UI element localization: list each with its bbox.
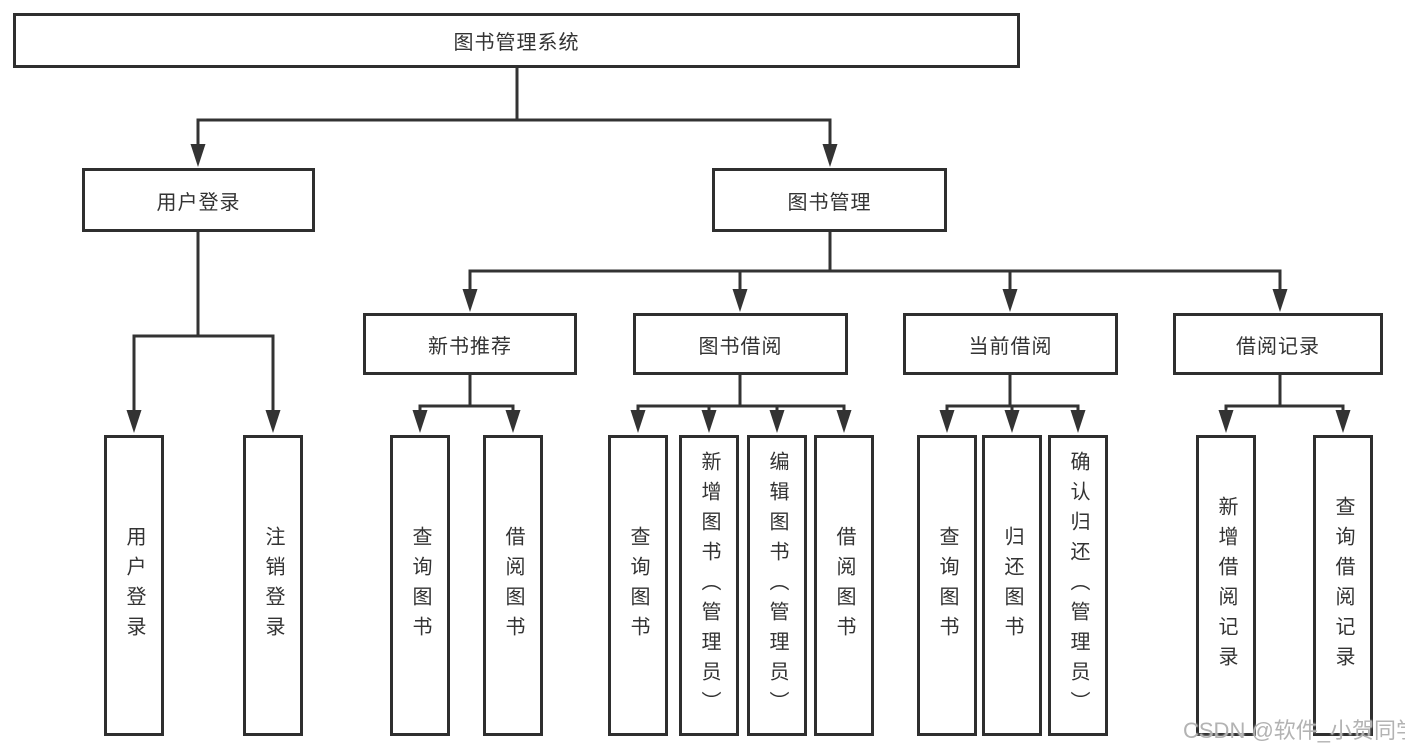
- node-current-borrowing: 当前借阅: [903, 313, 1118, 375]
- leaf-query-books-recommend: 查询图书: [390, 435, 450, 736]
- leaf-edit-books-admin: 编辑图书（管理员）: [747, 435, 807, 736]
- node-user-login: 用户登录: [82, 168, 315, 232]
- node-root-system: 图书管理系统: [13, 13, 1020, 68]
- node-label: 归还图书: [1001, 525, 1023, 646]
- node-label: 用户登录: [156, 191, 241, 214]
- node-label: 编辑图书（管理员）: [766, 450, 788, 721]
- leaf-add-borrow-record: 新增借阅记录: [1196, 435, 1256, 736]
- node-book-borrowing: 图书借阅: [633, 313, 848, 375]
- node-label: 查询图书: [409, 525, 431, 646]
- node-label: 图书管理系统: [453, 32, 580, 54]
- leaf-query-books-borrow: 查询图书: [608, 435, 668, 736]
- node-label: 当前借阅: [968, 335, 1053, 358]
- node-label: 新增借阅记录: [1215, 495, 1237, 676]
- leaf-logout: 注销登录: [243, 435, 303, 736]
- node-label: 用户登录: [123, 525, 145, 646]
- csdn-watermark: CSDN @软件_小贺同学: [1183, 718, 1405, 743]
- node-label: 新书推荐: [428, 335, 512, 358]
- node-new-book-recommend: 新书推荐: [363, 313, 577, 375]
- node-label: 图书管理: [787, 191, 872, 214]
- leaf-query-books-current: 查询图书: [917, 435, 977, 736]
- node-label: 查询图书: [936, 525, 958, 646]
- node-label: 借阅图书: [502, 525, 524, 646]
- node-label: 确认归还（管理员）: [1067, 450, 1089, 721]
- node-label: 注销登录: [262, 525, 284, 646]
- node-borrow-records: 借阅记录: [1173, 313, 1383, 375]
- node-label: 查询借阅记录: [1332, 495, 1354, 676]
- leaf-user-login: 用户登录: [104, 435, 164, 736]
- node-label: 图书借阅: [698, 335, 783, 358]
- leaf-borrow-books-recommend: 借阅图书: [483, 435, 543, 736]
- leaf-confirm-return-admin: 确认归还（管理员）: [1048, 435, 1108, 736]
- node-label: 新增图书（管理员）: [698, 450, 720, 721]
- node-label: 借阅图书: [833, 525, 855, 646]
- leaf-return-books: 归还图书: [982, 435, 1042, 736]
- leaf-borrow-books: 借阅图书: [814, 435, 874, 736]
- node-book-management: 图书管理: [712, 168, 947, 232]
- node-label: 查询图书: [627, 525, 649, 646]
- node-label: 借阅记录: [1236, 335, 1320, 358]
- leaf-query-borrow-record: 查询借阅记录: [1313, 435, 1373, 736]
- leaf-add-books-admin: 新增图书（管理员）: [679, 435, 739, 736]
